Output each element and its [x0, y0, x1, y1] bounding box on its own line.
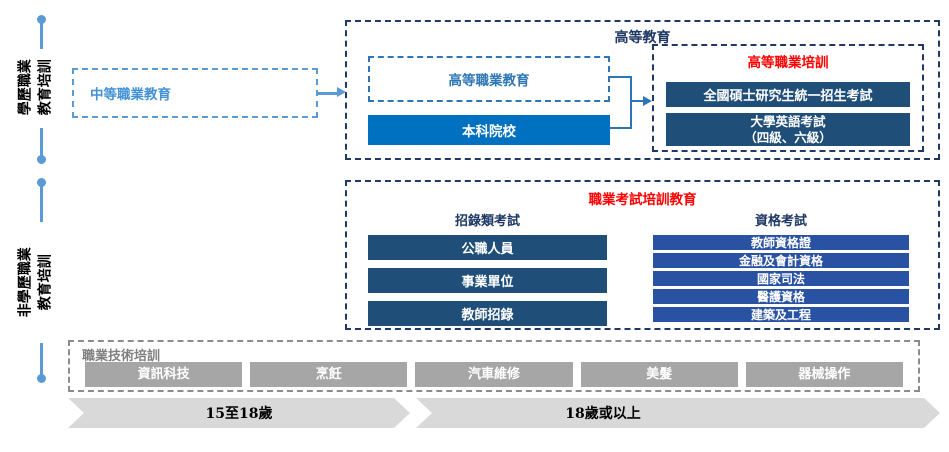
rail-label-academic: 學歷職業 教育培訓: [17, 59, 54, 116]
higher-vocational-training-frame: 高等職業培訓 全國碩士研究生統一招生考試 大學英語考試 （四級、六級）: [652, 44, 924, 152]
exam-box: 教師招錄: [368, 301, 607, 326]
connector-line: [610, 127, 632, 129]
arrow-right-icon: [337, 87, 346, 97]
exam-box: 公職人員: [368, 235, 607, 260]
rail-dot-icon: [37, 155, 46, 164]
skills-row: 資訊科技 烹飪 汽車維修 美髮 器械操作: [85, 362, 904, 387]
postgraduate-exam-box: 全國碩士研究生統一招生考試: [666, 82, 910, 107]
rail-line: [40, 184, 43, 222]
exam-box: 教師資格證: [653, 235, 909, 250]
age-band-segment-2: 18歲或以上: [416, 398, 940, 428]
age-band-segment-1: 15至18歲: [68, 398, 410, 428]
rail-line: [40, 128, 43, 158]
cet-exam-box: 大學英語考試 （四級、六級）: [666, 113, 910, 146]
higher-education-title: 高等教育: [614, 30, 671, 46]
vocational-exam-training-frame: 職業考試培訓教育 招錄類考試 公職人員 事業單位 教師招錄 資格考試 教師資格證…: [345, 180, 940, 330]
age-band: 15至18歲 18歲或以上: [68, 398, 940, 428]
recruitment-exams-column: 招錄類考試 公職人員 事業單位 教師招錄: [368, 210, 607, 326]
rail-dot-icon: [37, 15, 46, 24]
recruitment-exams-header: 招錄類考試: [454, 214, 520, 229]
connector-line: [610, 76, 632, 78]
qualification-exams-header: 資格考試: [754, 214, 807, 229]
connector-line: [318, 92, 339, 95]
skill-box: 資訊科技: [85, 362, 243, 387]
exam-box: 醫護資格: [653, 289, 909, 304]
undergraduate-box: 本科院校: [368, 115, 610, 145]
age-band-label-1: 15至18歲: [205, 406, 273, 422]
connector-line: [630, 76, 632, 129]
higher-vocational-training-title: 高等職業培訓: [747, 55, 829, 71]
exam-box: 事業單位: [368, 268, 607, 293]
skill-box: 烹飪: [250, 362, 408, 387]
age-band-label-2: 18歲或以上: [565, 406, 641, 422]
secondary-vocational-education-box: 中等職業教育: [72, 68, 318, 118]
rail-dot-icon: [37, 178, 46, 187]
secondary-vocational-education-label: 中等職業教育: [90, 87, 171, 103]
skill-box: 美髮: [580, 362, 738, 387]
skill-box: 汽車維修: [415, 362, 573, 387]
rail-line: [40, 21, 43, 49]
higher-vocational-education-box: 高等職業教育: [368, 56, 610, 102]
connector-line: [630, 100, 645, 102]
vocational-skills-training-frame: 職業技術培訓 資訊科技 烹飪 汽車維修 美髮 器械操作: [68, 340, 920, 392]
vocational-exam-training-title: 職業考試培訓教育: [588, 192, 697, 208]
exam-box: 金融及會計資格: [653, 253, 909, 268]
higher-education-frame: 高等教育 高等職業教育 本科院校 高等職業培訓 全國碩士研究生統一招生考試 大學…: [345, 20, 940, 160]
rail-line: [40, 343, 43, 377]
skill-box: 器械操作: [745, 362, 904, 387]
higher-vocational-education-label: 高等職業教育: [448, 73, 530, 89]
exam-box: 國家司法: [653, 271, 909, 286]
arrow-right-icon: [643, 96, 652, 106]
qualification-exams-column: 資格考試 教師資格證 金融及會計資格 國家司法 醫護資格 建築及工程: [653, 210, 909, 322]
rail-label-non-academic: 非學歷職業 教育培訓: [17, 247, 54, 318]
vocational-skills-training-title: 職業技術培訓: [82, 349, 161, 364]
rail-dot-icon: [37, 374, 46, 383]
exam-box: 建築及工程: [653, 307, 909, 322]
